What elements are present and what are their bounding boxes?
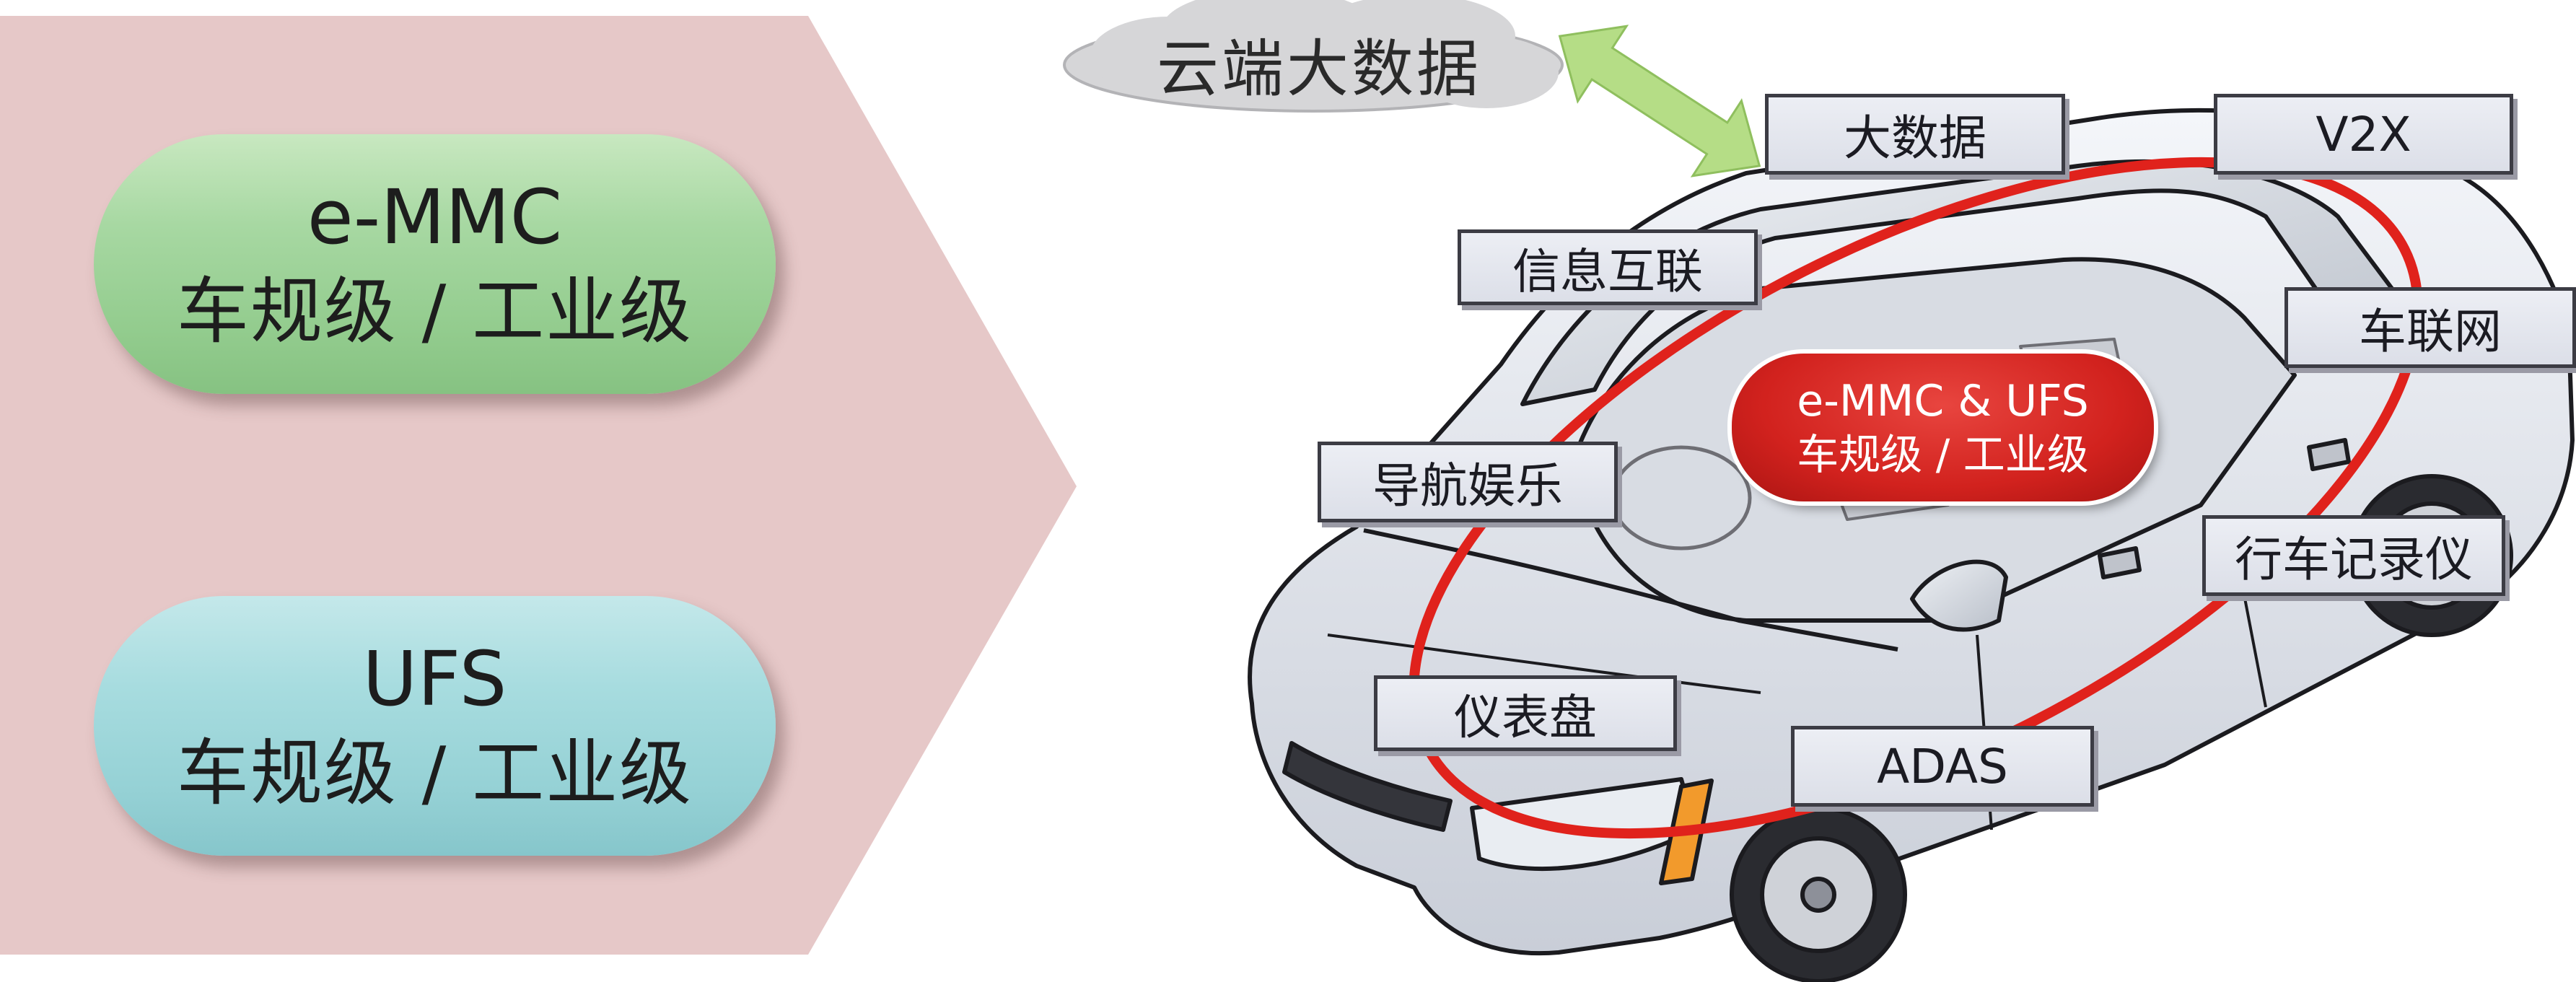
label-adas: ADAS: [1791, 726, 2094, 807]
label-info-interconnect: 信息互联: [1458, 229, 1758, 305]
label-navigation: 导航娱乐: [1318, 442, 1618, 522]
center-badge-line1: e-MMC & UFS: [1797, 375, 2089, 426]
label-big-data: 大数据: [1765, 94, 2065, 175]
double-arrow: [1558, 25, 1761, 177]
emmc-grade: 车规级 / 工业级: [176, 269, 693, 354]
center-badge: e-MMC & UFS 车规级 / 工业级: [1732, 354, 2154, 501]
ufs-grade: 车规级 / 工业级: [176, 731, 693, 815]
label-iov: 车联网: [2284, 287, 2576, 368]
emmc-pill: e-MMC 车规级 / 工业级: [94, 134, 776, 394]
emmc-title: e-MMC: [307, 173, 563, 261]
cloud-label: 云端大数据: [1157, 32, 1481, 105]
label-v2x: V2X: [2214, 94, 2513, 175]
ufs-pill: UFS 车规级 / 工业级: [94, 596, 776, 856]
label-dashcam: 行车记录仪: [2202, 515, 2505, 596]
center-badge-line2: 车规级 / 工业级: [1797, 429, 2089, 479]
ufs-title: UFS: [362, 635, 507, 723]
cloud-shape: [1063, 0, 1564, 113]
label-dashboard: 仪表盘: [1374, 675, 1677, 751]
